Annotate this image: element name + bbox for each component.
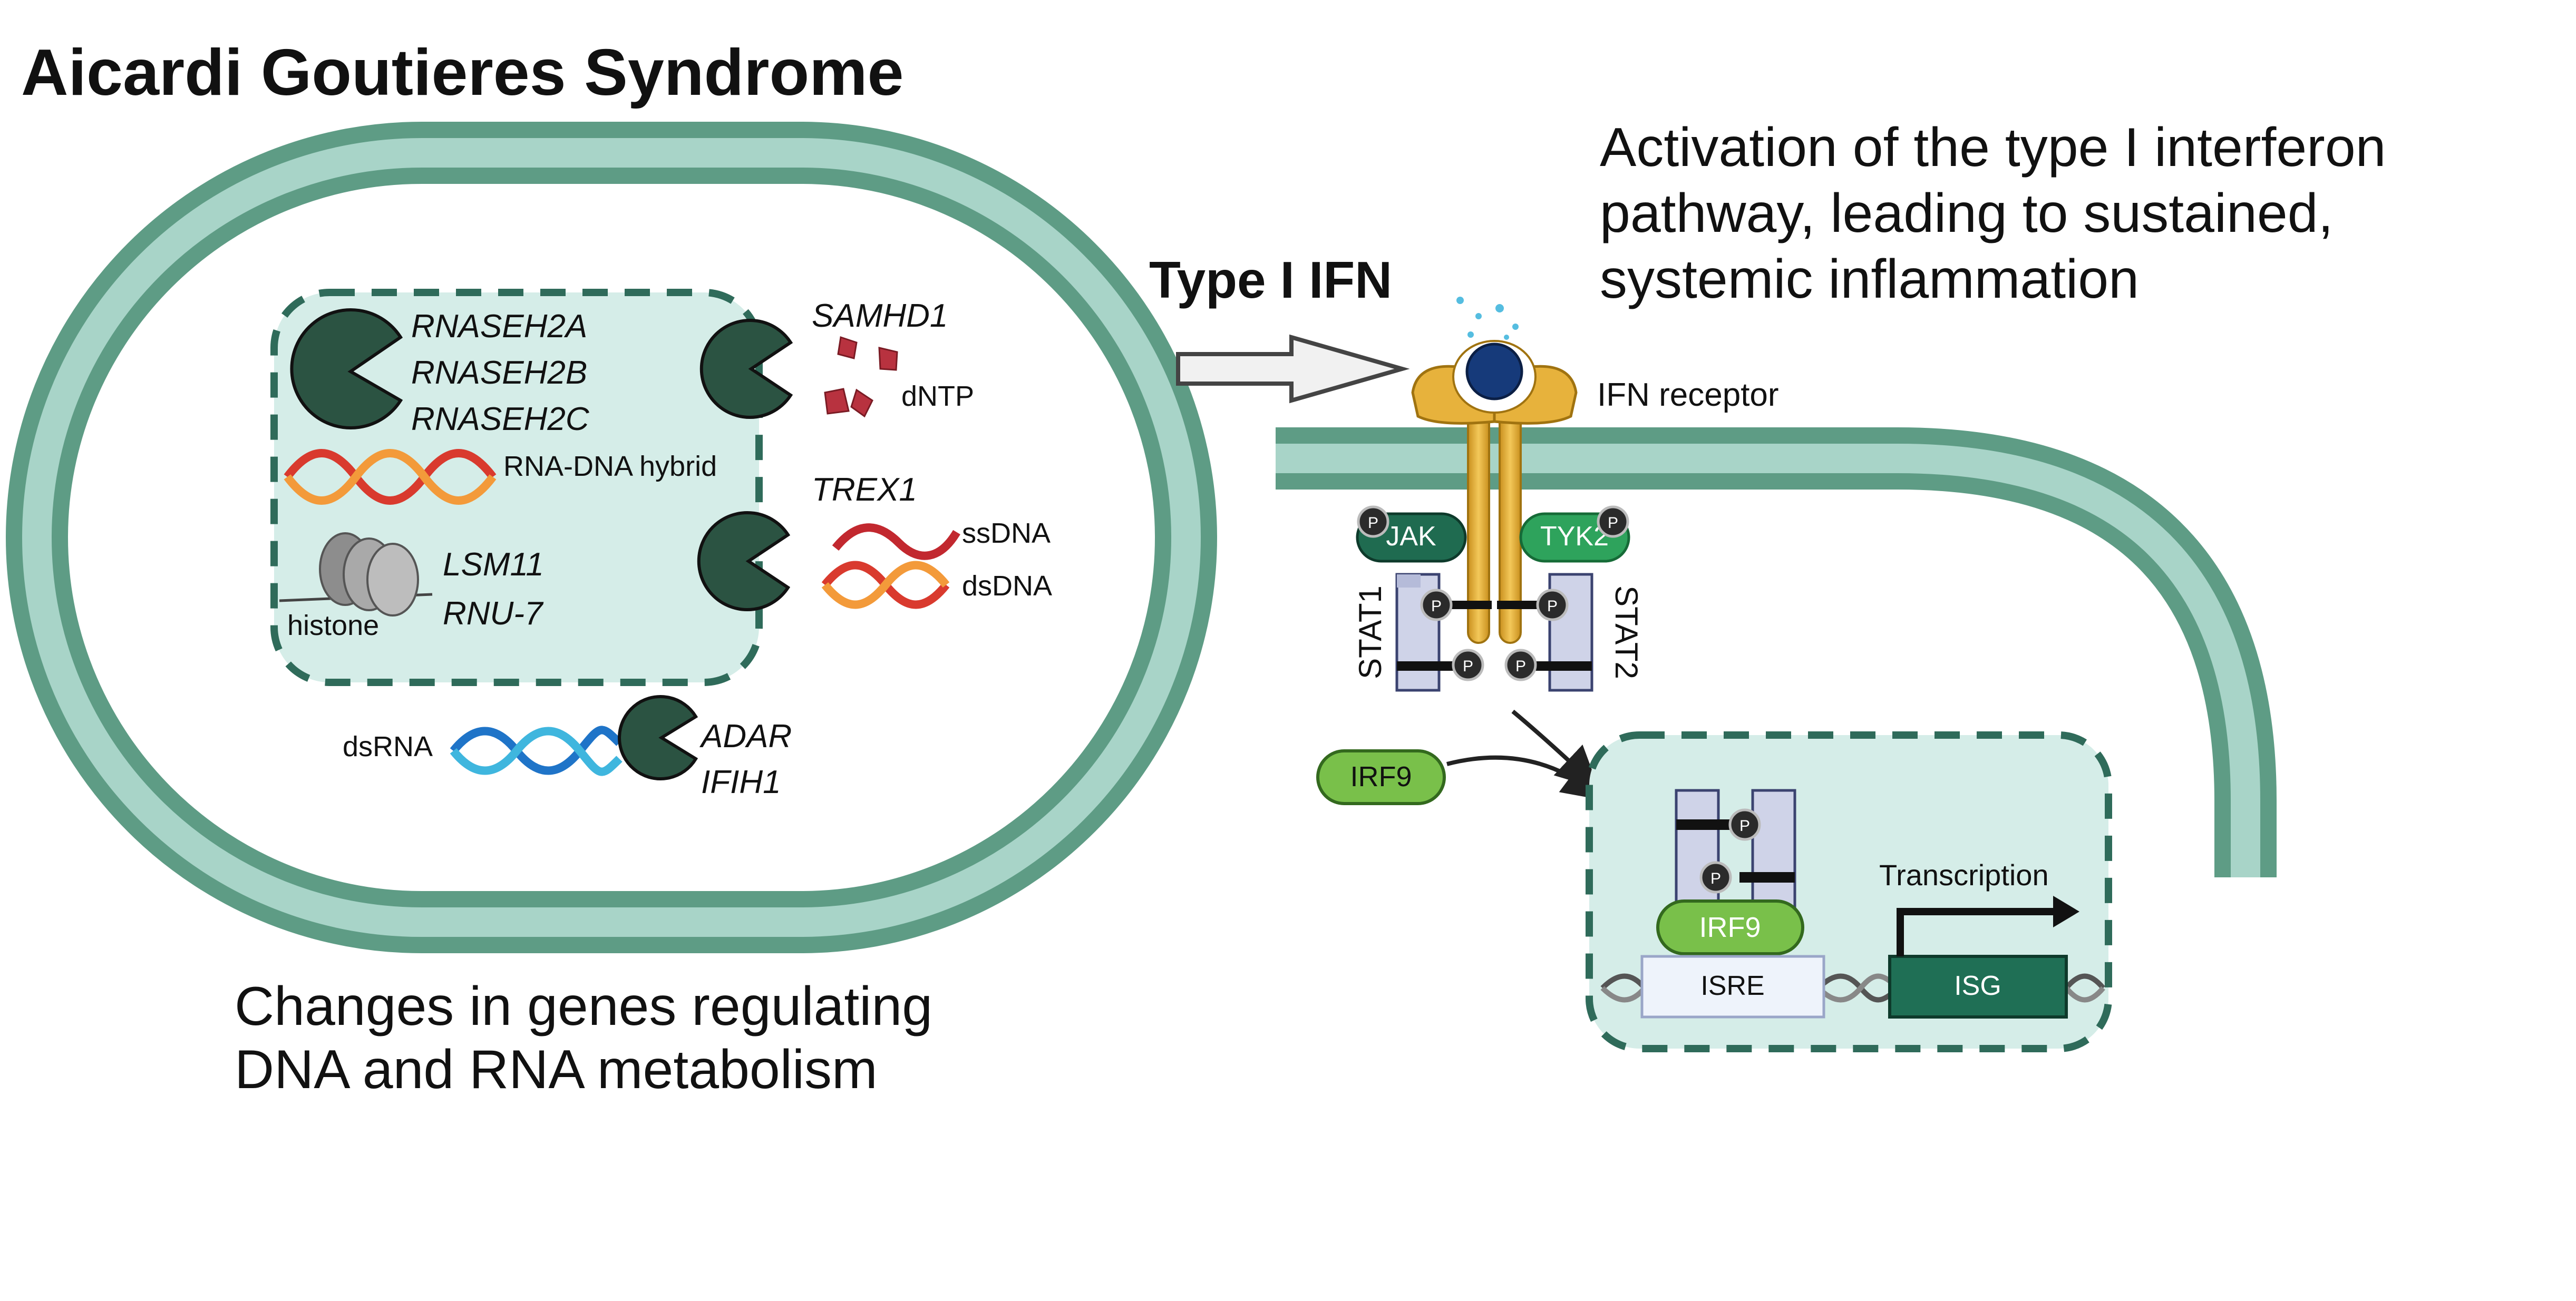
stat1-label: STAT1	[1353, 585, 1388, 679]
isg-label: ISG	[1954, 971, 2001, 1001]
phospho-stat1-upper: P	[1420, 589, 1453, 621]
ifn-ligand-icon	[1465, 343, 1523, 400]
svg-text:P: P	[1710, 870, 1721, 887]
page-title: Aicardi Goutieres Syndrome	[21, 36, 903, 109]
phospho-nuclear-upper: P	[1728, 808, 1761, 841]
pathway-caption-line-2: pathway, leading to sustained,	[1600, 183, 2333, 244]
phospho-stat1-lower: P	[1452, 649, 1484, 681]
cell-caption-line-2: DNA and RNA metabolism	[235, 1039, 878, 1100]
svg-text:P: P	[1368, 514, 1378, 532]
cell-membrane-inner	[22, 138, 1201, 937]
dntp-label: dNTP	[901, 380, 974, 412]
rna-dna-hybrid-label: RNA-DNA hybrid	[503, 451, 717, 482]
transcription-label: Transcription	[1879, 858, 2049, 892]
svg-text:P: P	[1463, 658, 1473, 675]
type1-ifn-label: Type I IFN	[1149, 251, 1392, 309]
rnaseh2a-label: RNASEH2A	[411, 308, 587, 345]
phospho-stat2-lower: P	[1504, 649, 1537, 681]
rnu7-label: RNU-7	[443, 595, 544, 632]
histone-icon	[279, 532, 433, 617]
samhd1-enzyme-icon	[699, 319, 793, 419]
ifn-receptor-label: IFN receptor	[1597, 377, 1779, 413]
jak-label: JAK	[1386, 521, 1436, 552]
histone-label: histone	[287, 610, 379, 641]
dsrna-icon	[450, 726, 623, 776]
ssdna-icon	[832, 523, 960, 560]
dsdna-label: dsDNA	[962, 570, 1052, 602]
type1-ifn-arrow	[1176, 334, 1410, 404]
trex1-enzyme-icon	[697, 511, 791, 611]
svg-text:P: P	[1515, 658, 1526, 675]
phospho-tyk2: P	[1597, 505, 1629, 538]
adar-enzyme-icon	[618, 695, 698, 780]
irf9-cytoplasmic	[1316, 749, 1446, 805]
irf9-nuclear	[1656, 899, 1804, 955]
phospho-stat2-upper: P	[1536, 589, 1569, 621]
lsm11-label: LSM11	[443, 546, 544, 583]
transcription-arrow	[1897, 908, 2058, 956]
stat-to-nucleus-arrow	[1511, 709, 1599, 789]
stat-complex-nuclear	[1675, 789, 1796, 913]
svg-text:P: P	[1739, 817, 1750, 835]
rnaseh2c-label: RNASEH2C	[411, 401, 590, 437]
svg-text:P: P	[1547, 598, 1558, 615]
rnaseh2-enzyme-icon	[290, 308, 403, 429]
ssdna-label: ssDNA	[962, 517, 1051, 549]
svg-text:P: P	[1431, 598, 1442, 615]
rna-dna-hybrid-icon	[284, 449, 497, 505]
isre-label: ISRE	[1700, 971, 1764, 1001]
ifn-droplets-icon	[1456, 297, 1519, 340]
tyk2-label: TYK2	[1540, 521, 1609, 552]
transcription-arrowhead	[2053, 896, 2079, 927]
plasma-membrane-inner	[1276, 444, 2260, 877]
trex1-label: TREX1	[812, 472, 917, 508]
dsdna-icon	[821, 561, 950, 609]
ifih1-label: IFIH1	[701, 764, 781, 800]
pathway-caption-line-1: Activation of the type I interferon	[1600, 117, 2386, 178]
rnaseh2b-label: RNASEH2B	[411, 355, 587, 391]
irf9-label: IRF9	[1350, 761, 1412, 793]
irf9-nuclear-label: IRF9	[1699, 912, 1761, 943]
svg-text:P: P	[1608, 514, 1618, 532]
isre-element	[1640, 955, 1825, 1019]
dntp-icon	[824, 336, 898, 418]
adar-label: ADAR	[699, 718, 792, 755]
isg-gene	[1888, 955, 2068, 1019]
stat2-label: STAT2	[1609, 585, 1644, 679]
cell-caption-line-1: Changes in genes regulating	[235, 976, 932, 1037]
dsrna-label: dsRNA	[343, 731, 433, 762]
samhd1-label: SAMHD1	[812, 298, 948, 334]
pathway-caption-line-3: systemic inflammation	[1600, 249, 2139, 310]
phospho-jak: P	[1357, 505, 1389, 538]
phospho-nuclear-lower: P	[1699, 861, 1732, 894]
